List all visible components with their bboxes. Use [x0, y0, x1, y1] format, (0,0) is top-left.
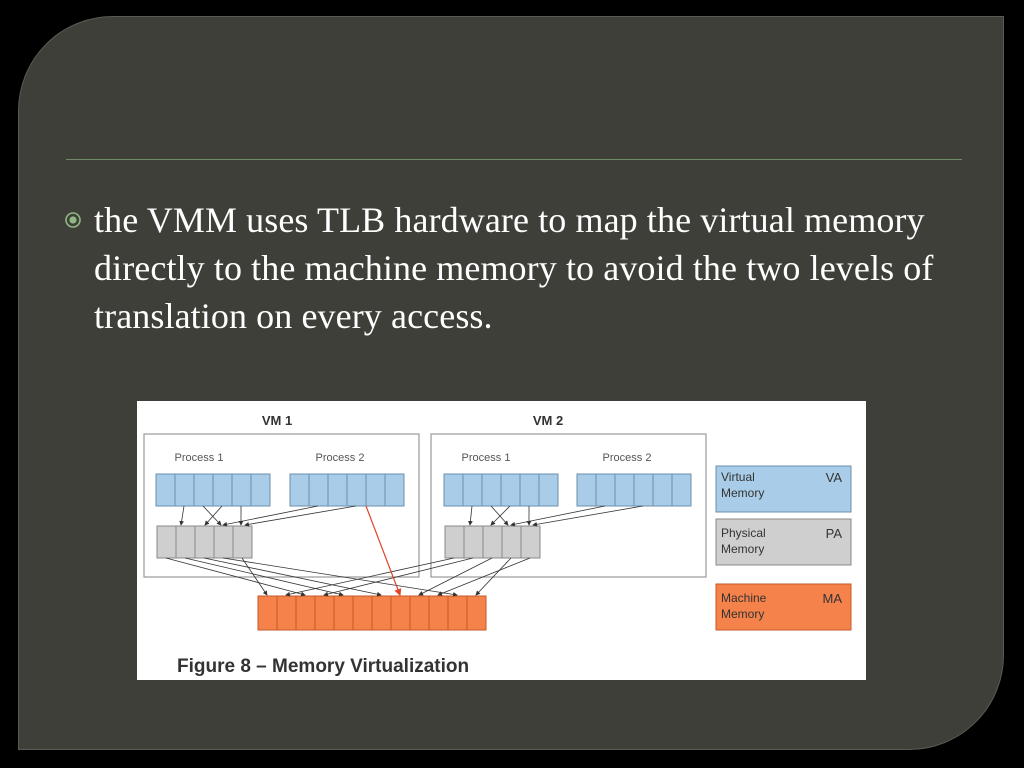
direct-tlb-mapping-arrow	[365, 505, 402, 597]
physical-to-machine-arrows	[165, 557, 531, 597]
vm1-process1-virtual-memory	[155, 473, 271, 507]
legend-virtual-line2: Memory	[721, 486, 764, 500]
legend-physical-line1: Physical	[721, 526, 766, 540]
vm1-physical-memory	[156, 525, 253, 559]
legend-physical-memory: Physical Memory PA	[715, 518, 852, 566]
legend-virtual-line1: Virtual	[721, 470, 755, 484]
legend-machine-line1: Machine	[721, 591, 767, 605]
legend-machine-line2: Memory	[721, 607, 764, 621]
bullet-item: the VMM uses TLB hardware to map the vir…	[64, 196, 944, 340]
vm1-title: VM 1	[262, 413, 292, 428]
legend-machine-abbr: MA	[823, 591, 843, 606]
memory-virtualization-figure: VM 1 VM 2 Process 1 Process 2 Process 1 …	[137, 401, 866, 680]
vm2-process1-label: Process 1	[462, 452, 511, 464]
legend-virtual-abbr: VA	[826, 470, 843, 485]
vm2-physical-memory	[444, 525, 541, 559]
virtual-to-physical-arrows	[179, 505, 644, 527]
vm2-process2-virtual-memory	[576, 473, 692, 507]
circle-dot-icon	[64, 196, 94, 340]
vm1-process2-label: Process 2	[316, 452, 365, 464]
vm1-process2-virtual-memory	[289, 473, 405, 507]
legend-physical-abbr: PA	[826, 526, 843, 541]
vm2-process1-virtual-memory	[443, 473, 559, 507]
vm2-process2-label: Process 2	[603, 452, 652, 464]
figure-caption: Figure 8 – Memory Virtualization	[177, 656, 469, 677]
legend-machine-memory: Machine Memory MA	[715, 583, 852, 631]
vm1-process1-label: Process 1	[175, 452, 224, 464]
legend-virtual-memory: Virtual Memory VA	[715, 465, 852, 513]
title-divider	[66, 159, 962, 160]
machine-memory	[257, 595, 487, 631]
bullet-text: the VMM uses TLB hardware to map the vir…	[94, 200, 934, 336]
vm2-title: VM 2	[533, 413, 563, 428]
legend-physical-line2: Memory	[721, 542, 764, 556]
